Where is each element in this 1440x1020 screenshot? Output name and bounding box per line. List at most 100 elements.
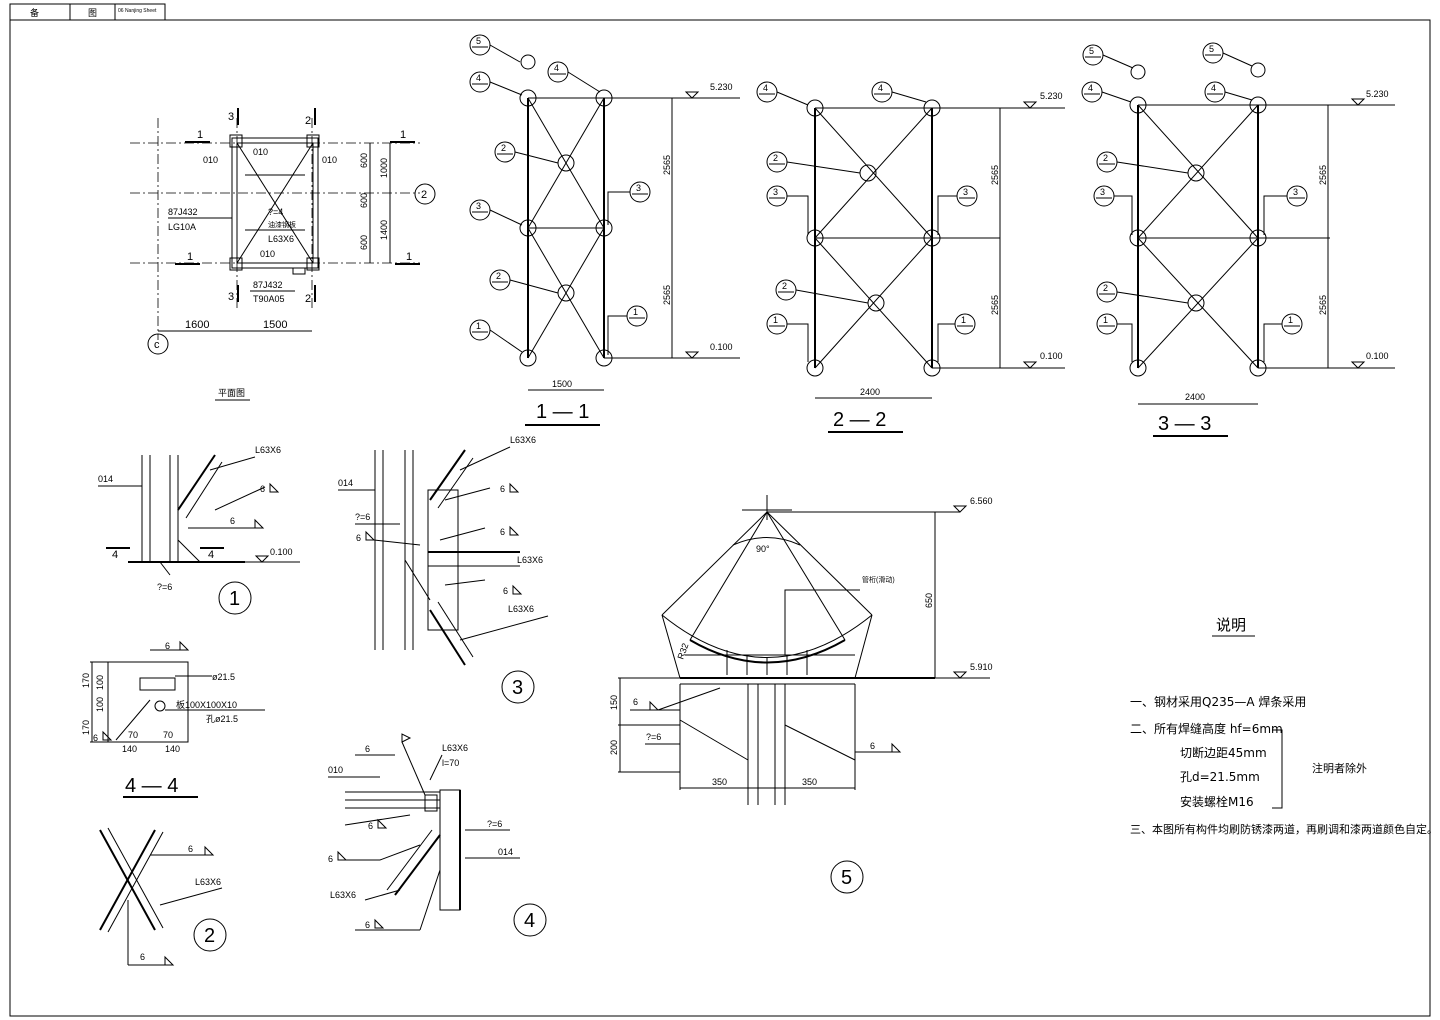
detail-number: 1 [229, 588, 240, 610]
d3-label: 6 [503, 586, 508, 596]
plan-label: 010 [260, 249, 275, 259]
d5-label: R32 [675, 642, 690, 661]
s44-dim: 170 [81, 673, 91, 688]
d4-label: l=70 [442, 758, 459, 768]
svg-text:3: 3 [636, 183, 641, 193]
plan-view: 1 1 1 1 3 3 2 2 010 010 010 87J432 LG10A… [130, 108, 436, 401]
d1-label: 4 [208, 549, 214, 561]
svg-text:1: 1 [476, 321, 481, 331]
svg-text:4: 4 [763, 83, 768, 93]
section-mark: 1 [400, 129, 406, 141]
elev-width: 2400 [860, 387, 880, 397]
level-label: 5.230 [1366, 89, 1389, 99]
level-label: 5.230 [710, 82, 733, 92]
d2-label: 6 [188, 844, 193, 854]
s44-label: 6 [93, 733, 98, 743]
d4-label: 6 [368, 821, 373, 831]
svg-text:5: 5 [476, 36, 481, 46]
plan-dim: 1400 [379, 220, 389, 240]
d1-label: 4 [112, 549, 118, 561]
d4-label: ?=6 [487, 819, 502, 829]
s44-label: 6 [165, 641, 170, 651]
svg-text:3: 3 [773, 187, 778, 197]
svg-text:4: 4 [476, 73, 481, 83]
s44-label: 孔ø21.5 [206, 714, 238, 724]
plan-title: 平面图 [218, 388, 245, 398]
d1-label: 6 [260, 484, 265, 494]
d5-label: 200 [609, 740, 619, 755]
detail-2: 6 L63X6 6 2 [99, 827, 227, 966]
d5-label: 6 [870, 741, 875, 751]
section-mark: 2 [305, 115, 311, 127]
notes-line: 二、所有焊缝高度 hf=6mm [1130, 721, 1283, 736]
d5-label: 350 [802, 777, 817, 787]
plan-label: ?=4 [268, 207, 283, 217]
d1-label: L63X6 [255, 445, 281, 455]
d5-label: 150 [609, 695, 619, 710]
plan-label: 010 [253, 147, 268, 157]
svg-text:3: 3 [476, 201, 481, 211]
section-mark: 1 [406, 251, 412, 263]
d2-label: 6 [140, 952, 145, 962]
svg-text:4: 4 [1088, 83, 1093, 93]
notes-line: 孔d=21.5mm [1180, 770, 1260, 784]
axis-bubble: c [154, 339, 160, 351]
elev-dim: 2565 [1318, 295, 1328, 315]
elevation-1-1: 2565 2565 5.230 0.100 1500 1 — 1 5 4 4 2… [469, 34, 740, 426]
d1-label: ?=6 [157, 582, 172, 592]
s44-dim: 170 [81, 720, 91, 735]
elev-title: 2 — 2 [833, 409, 886, 431]
s44-label: 板100X100X10 [176, 699, 237, 710]
detail-number: 2 [204, 925, 215, 947]
section-4-4: 170 170 100 100 6 ø21.5 板100X100X10 孔ø21… [81, 640, 265, 798]
d5-label: 管桁(滑动) [862, 575, 895, 584]
d1-label: 0.100 [270, 547, 293, 557]
d2-label: L63X6 [195, 877, 221, 887]
d5-label: 6 [633, 697, 638, 707]
svg-text:1: 1 [1103, 315, 1108, 325]
level-label: 0.100 [710, 342, 733, 352]
d3-label: L63X6 [517, 555, 543, 565]
plan-label: 87J432 [253, 280, 283, 290]
s44-dim: 140 [165, 744, 180, 754]
elevation-3-3: 2565 2565 5.230 0.100 2400 3 — 3 5 5 4 4… [1081, 42, 1395, 437]
notes-line: 三、本图所有构件均刷防锈漆两道，再刷调和漆两道颜色自定。 [1130, 822, 1438, 836]
d5-label: ?=6 [646, 732, 661, 742]
d3-label: 6 [500, 484, 505, 494]
plan-label: LG10A [168, 222, 196, 232]
d4-label: 010 [328, 765, 343, 775]
elev-title: 3 — 3 [1158, 413, 1211, 435]
detail-3: 014 L63X6 6 ?=6 6 6 L63X6 6 L63X6 3 [338, 435, 549, 704]
elev-dim: 2565 [990, 165, 1000, 185]
svg-text:1: 1 [1288, 315, 1293, 325]
elevation-2-2: 2565 2565 5.230 0.100 2400 2 — 2 4 4 2 3… [756, 81, 1065, 433]
s44-dim: 100 [95, 697, 105, 712]
notes-line: 安装螺栓M16 [1180, 794, 1254, 809]
svg-text:2: 2 [501, 143, 506, 153]
notes-heading: 说明 [1216, 616, 1246, 634]
d4-label: 6 [365, 744, 370, 754]
svg-text:1: 1 [961, 315, 966, 325]
svg-text:5: 5 [1089, 46, 1094, 56]
axis-bubble: 2 [421, 189, 427, 201]
section-mark: 1 [197, 129, 203, 141]
svg-text:1: 1 [773, 315, 778, 325]
s44-dim: 70 [163, 730, 173, 740]
d3-label: L63X6 [510, 435, 536, 445]
svg-text:4: 4 [878, 83, 883, 93]
d5-label: 6.560 [970, 496, 993, 506]
svg-text:3: 3 [1293, 187, 1298, 197]
plan-dim: 600 [359, 235, 369, 250]
section-title: 4 — 4 [125, 775, 178, 797]
section-mark: 3 [228, 111, 234, 123]
d3-label: 6 [356, 533, 361, 543]
s44-dim: 140 [122, 744, 137, 754]
d3-label: 6 [500, 527, 505, 537]
s44-label: ø21.5 [212, 672, 235, 682]
svg-text:4: 4 [554, 63, 559, 73]
d3-label: ?=6 [355, 512, 370, 522]
section-mark: 2 [305, 293, 311, 305]
plan-label: T90A05 [253, 294, 285, 304]
sheet-border [9, 19, 1431, 1017]
